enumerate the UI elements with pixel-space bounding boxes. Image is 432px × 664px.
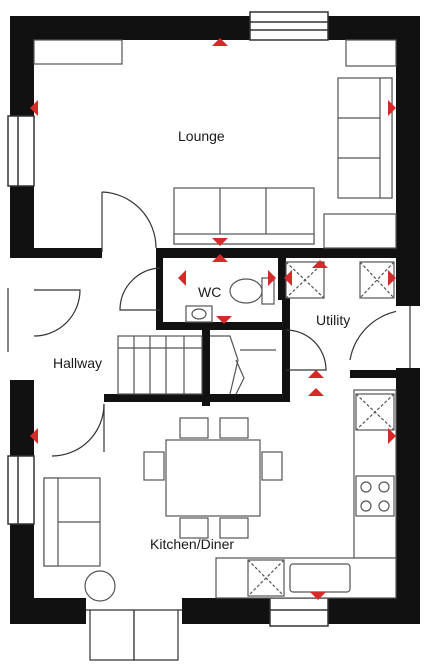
wc-wall-bottom [156,322,286,330]
bottom-wall-left [10,598,86,624]
right-wall-lower [396,368,420,624]
top-wall [10,16,250,40]
lounge-shelf-right [345,39,397,67]
patio-door-right [133,610,179,661]
stair-post [202,330,210,406]
bottom-wall-right [328,598,420,624]
left-wall-upper [10,16,34,116]
marker [308,388,324,396]
marker [216,316,232,324]
kitchen-units [43,389,397,602]
stair-well [117,335,203,395]
right-wall-upper [396,16,420,306]
wc-wall-left [156,258,163,328]
stair-wall-bottom [104,394,290,402]
lounge-door-swing [101,191,157,249]
walls [10,16,420,624]
left-wall-hall [10,380,34,456]
marker [212,38,228,46]
sink [289,563,351,593]
marker [388,270,396,286]
room-labels: Lounge WC Utility Hallway Kitchen/Diner [53,128,350,552]
marker [308,370,324,378]
hob [355,475,395,517]
front-door-gap [8,258,34,380]
lounge-furniture [33,39,397,249]
bottom-wall-mid [182,598,270,624]
utility-door-swing [285,329,327,371]
marker [284,270,292,286]
toilet-bowl [229,278,263,304]
utility-wall-bottom [350,370,400,378]
wc-wall-right [278,258,286,300]
dining-table [165,439,261,517]
room-label-lounge: Lounge [178,128,225,144]
lounge-shelf-left [33,39,123,65]
room-label-wc: WC [198,284,221,300]
front-door-swing [33,289,81,337]
lounge-wall-right [156,248,420,258]
window-left-lower [7,455,35,525]
room-label-kitchen-diner: Kitchen/Diner [150,536,234,552]
stairs [117,335,276,395]
utility-wall-left [282,296,290,402]
lounge-wall-left [10,248,102,258]
room-label-utility: Utility [316,312,350,328]
kitchen-door-swing [51,403,105,457]
marker [268,270,276,286]
room-label-hallway: Hallway [53,355,102,371]
window-top [249,11,329,41]
lounge-cabinet [323,213,397,249]
marker [388,428,396,444]
window-left-upper [7,115,35,187]
wc-fixtures [185,277,275,323]
left-wall-mid [10,186,34,258]
marker [178,270,186,286]
sofa-bottom-back [173,233,315,245]
marker [388,100,396,116]
wc-door-swing [119,267,161,311]
back-door-gap [396,306,420,368]
windows [7,11,329,627]
side-table [84,570,116,602]
marker [312,260,328,268]
utility-units [285,261,395,299]
markers [30,38,396,600]
marker [310,592,326,600]
doors [7,191,420,661]
marker [30,100,38,116]
marker [30,428,38,444]
marker [212,238,228,246]
window-bottom [269,597,329,627]
marker [212,254,228,262]
sofa-right-back [379,77,393,199]
